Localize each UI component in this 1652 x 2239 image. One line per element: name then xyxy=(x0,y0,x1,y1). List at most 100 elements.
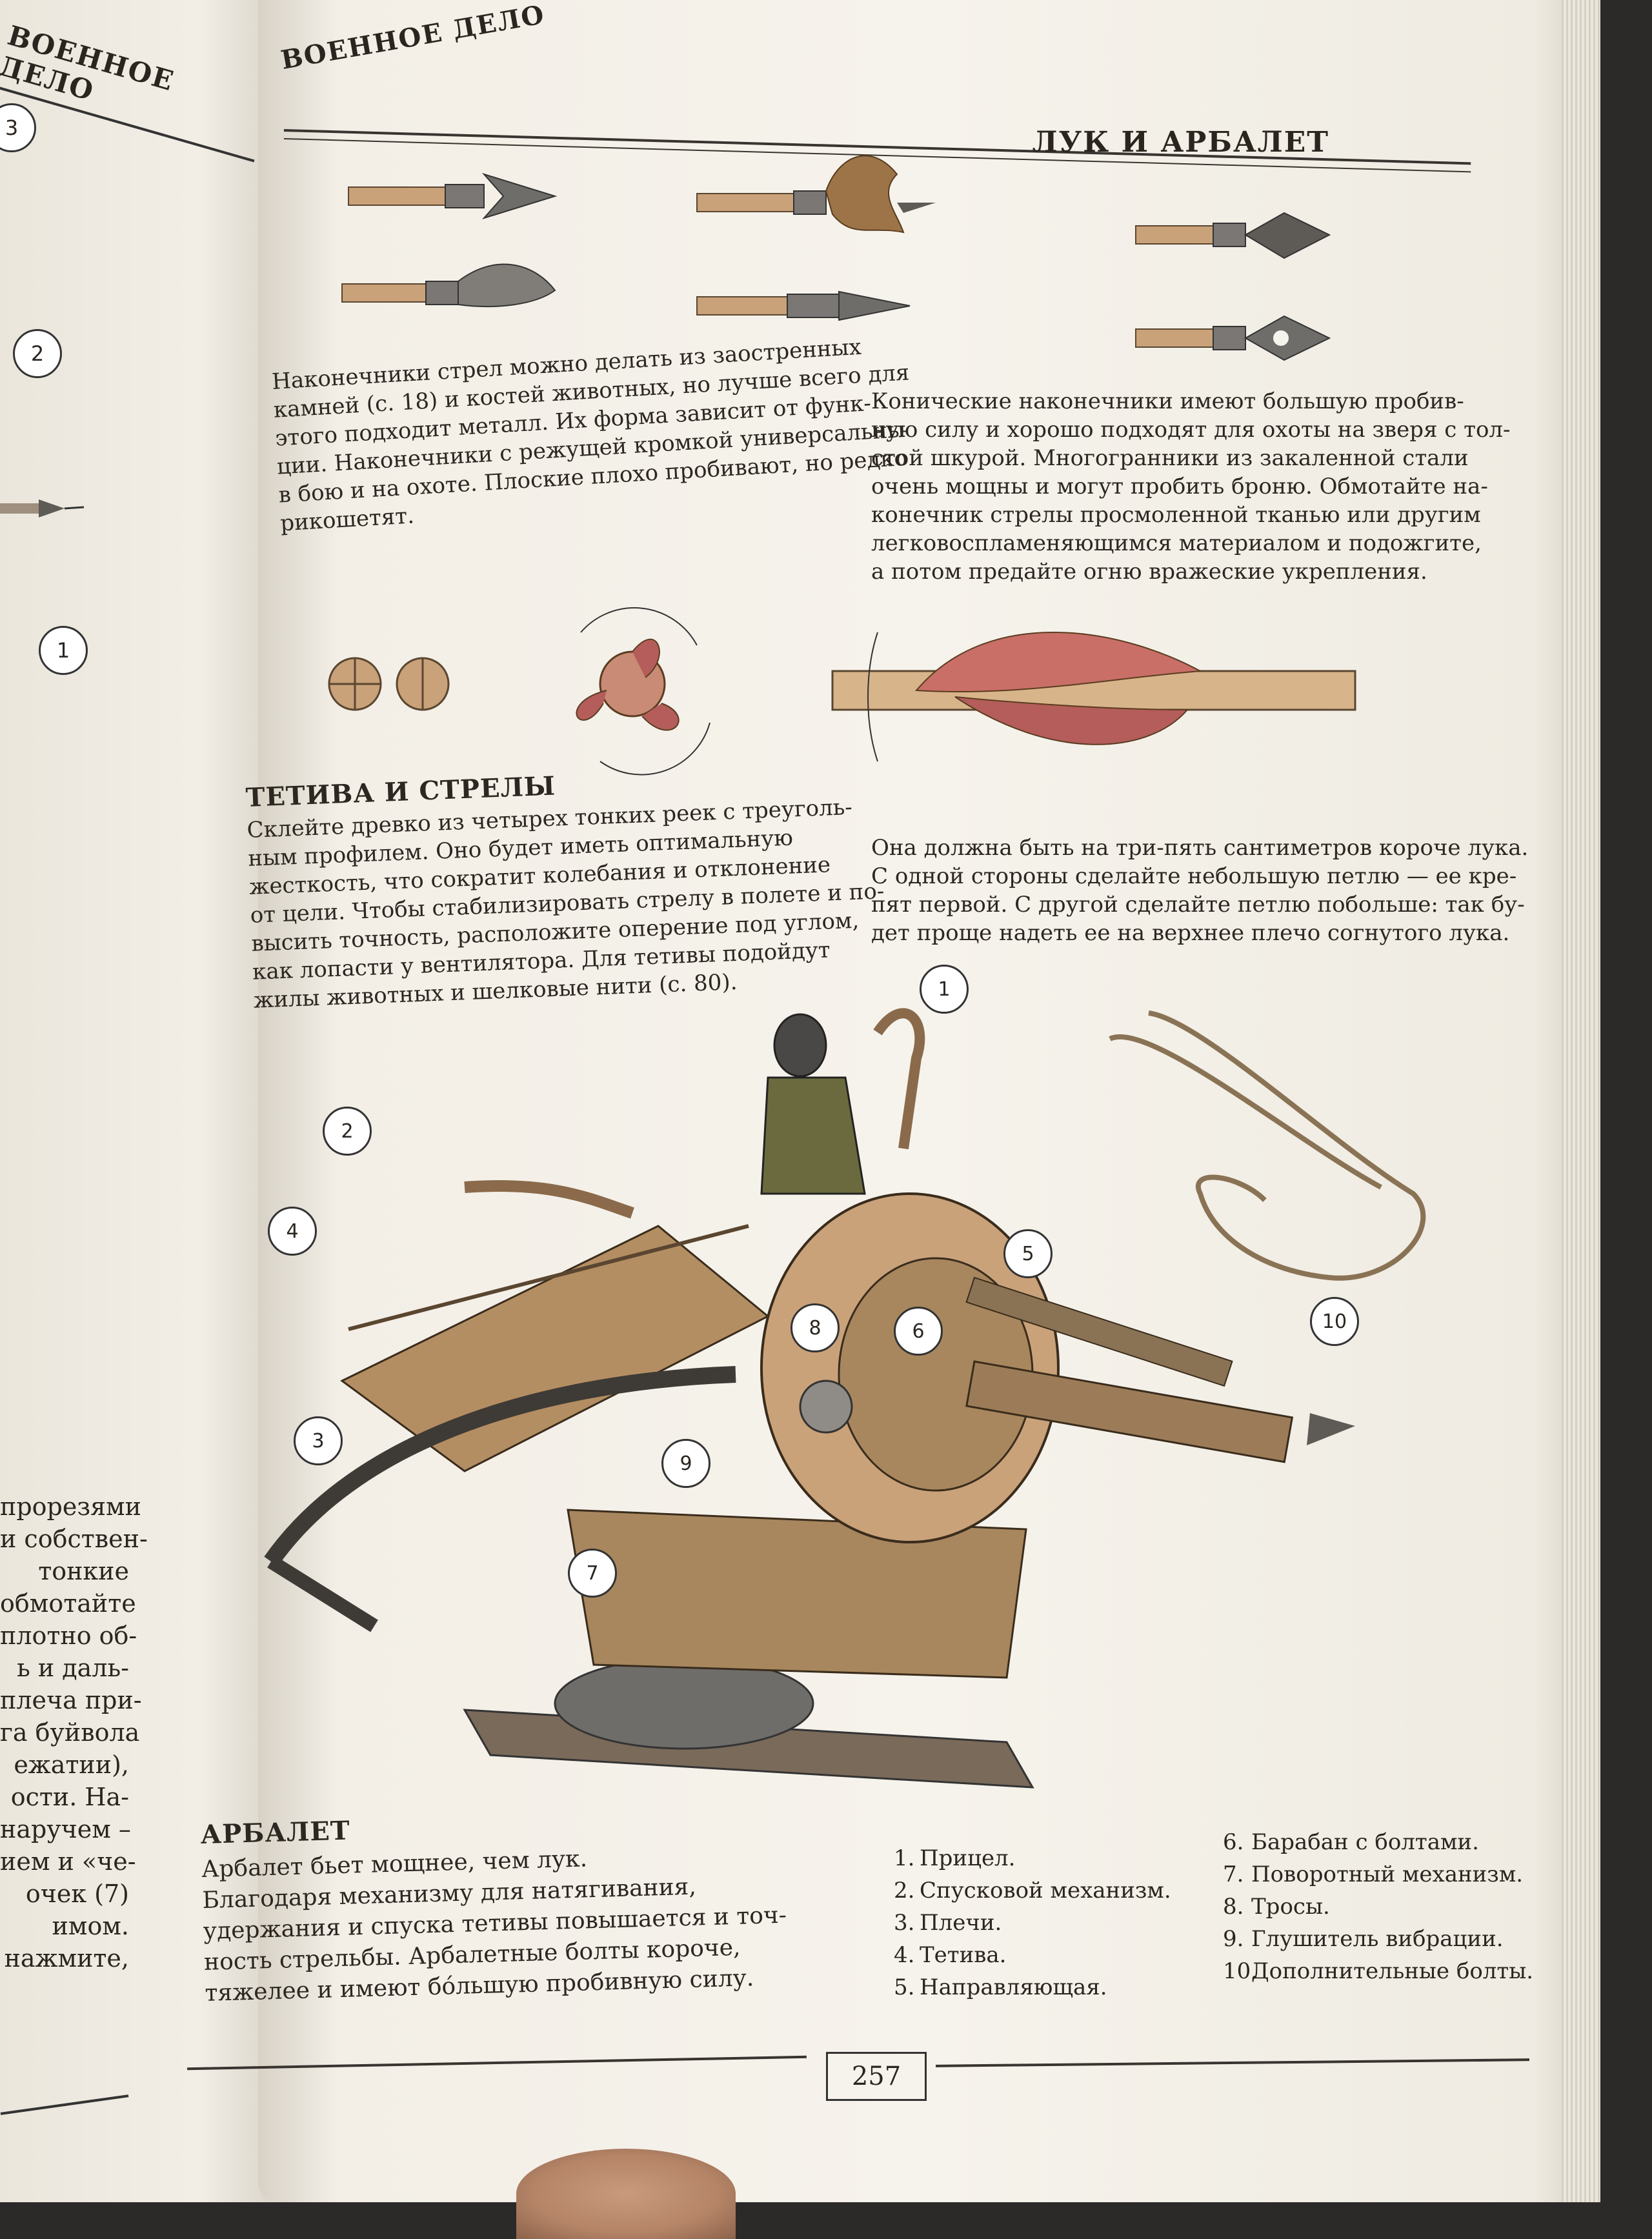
legend-label: Дополнительные болты. xyxy=(1251,1958,1534,1984)
left-text-line: плеча при- xyxy=(0,1686,142,1714)
legend-right: 6. Барабан с болтами. 7. Поворотный механи… xyxy=(1223,1826,1533,1987)
crossbow-section: АРБАЛЕТ Арбалет бьет мощнее, чем лук. Бл… xyxy=(200,1803,789,2009)
legend-item: 1.Прицел. xyxy=(894,1842,1171,1874)
crossbow-stock-icon xyxy=(264,1180,770,1632)
left-callout-2: 2 xyxy=(13,329,62,378)
text-line: ную силу и хорошо подходят для охоты на … xyxy=(871,417,1511,443)
legend-item: 9. Глушитель вибрации. xyxy=(1223,1923,1533,1955)
callout-5: 5 xyxy=(1003,1229,1053,1278)
left-text-line: и собствен- xyxy=(0,1525,148,1553)
left-text-line: очек (7) xyxy=(25,1880,129,1908)
text-line: а потом предайте огню вражеские укреплен… xyxy=(871,559,1427,585)
legend-label: Тетива. xyxy=(920,1942,1007,1968)
text-line: дет проще надеть ее на верхнее плечо сог… xyxy=(871,920,1510,946)
diamond-arrowhead-icon xyxy=(1135,212,1331,259)
more-arrowheads-illustration xyxy=(1135,212,1331,361)
barbed-arrowhead-icon xyxy=(348,172,558,220)
text-line: конечник стрелы просмоленной тканью или … xyxy=(871,502,1481,528)
left-footer-rule xyxy=(0,2094,129,2115)
legend-label: Поворотный механизм. xyxy=(1251,1862,1524,1887)
vibration-damper-icon xyxy=(799,1380,853,1434)
left-text-line: нажмите, xyxy=(4,1944,129,1973)
page-edge xyxy=(1562,0,1600,2202)
legend-label: Направляющая. xyxy=(920,1974,1107,2000)
legend-item: 6. Барабан с болтами. xyxy=(1223,1826,1533,1858)
callout-6: 6 xyxy=(894,1307,943,1356)
callout-8: 8 xyxy=(791,1303,840,1352)
crossbow-base-icon xyxy=(463,1509,1034,1789)
string-text-2: Она должна быть на три-пять сантиметров … xyxy=(871,834,1528,947)
text-line: очень мощны и могут пробить броню. Обмот… xyxy=(871,474,1488,499)
right-page: ВОЕННОЕ ДЕЛО ЛУК И АРБАЛЕТ xyxy=(187,0,1600,2202)
callout-10: 10 xyxy=(1310,1297,1359,1346)
string-section: ТЕТИВА И СТРЕЛЫ Склейте древко из четыре… xyxy=(245,759,888,1014)
legend-item: 5.Направляющая. xyxy=(894,1971,1171,2003)
fletched-arrow-icon xyxy=(831,632,1356,762)
conical-text: Конические наконечники имеют большую про… xyxy=(871,387,1511,586)
legend-number: 3. xyxy=(894,1910,915,1936)
legend-number: 8. xyxy=(1223,1894,1244,1920)
left-text-line: га буйвола xyxy=(0,1718,140,1747)
left-page: ВОЕННОЕ ДЕЛО 3 2 1 прорезями и собствен-… xyxy=(0,0,284,2202)
arrowheads-illustration xyxy=(341,155,936,321)
callout-1: 1 xyxy=(920,965,969,1014)
legend-label: Тросы. xyxy=(1251,1894,1330,1920)
bolt-drum-icon xyxy=(760,1192,1355,1543)
hole-arrowhead-icon xyxy=(1135,315,1331,361)
left-text-line: наручем – xyxy=(0,1815,131,1843)
callout-9: 9 xyxy=(661,1439,710,1488)
left-text-line: ь и даль- xyxy=(17,1654,129,1682)
left-arrow-illustration xyxy=(0,499,85,517)
legend-item: 2.Спусковой механизм. xyxy=(894,1874,1171,1907)
fire-arrow-icon xyxy=(696,155,936,234)
text-line: легковоспламеняющимся материалом и подож… xyxy=(871,530,1482,556)
section-title: ЛУК И АРБАЛЕТ xyxy=(1032,126,1329,159)
legend-item: 7. Поворотный механизм. xyxy=(1223,1858,1533,1891)
legend-number: 5. xyxy=(894,1974,915,2000)
legend-item: 3.Плечи. xyxy=(894,1907,1171,1939)
callout-7: 7 xyxy=(568,1549,617,1598)
left-text-line: имом. xyxy=(52,1912,129,1940)
callout-4: 4 xyxy=(268,1207,317,1256)
left-text-line: ежатии), xyxy=(14,1751,129,1779)
left-page-text: прорезями и собствен- тонкие обмотайте п… xyxy=(0,1491,148,1974)
left-text-line: прорезями xyxy=(0,1492,141,1521)
legend-number: 10. xyxy=(1223,1958,1258,1984)
thumb xyxy=(516,2149,736,2239)
legend-number: 1. xyxy=(894,1845,915,1871)
text-line: С одной стороны сделайте небольшую петлю… xyxy=(871,863,1517,889)
footer-rule-right xyxy=(936,2058,1529,2067)
page-number: 257 xyxy=(826,2052,927,2101)
legend-number: 2. xyxy=(894,1878,915,1903)
legend-label: Барабан с болтами. xyxy=(1251,1829,1479,1855)
shaft-and-fletching-illustration xyxy=(328,607,1356,776)
legend-label: Глушитель вибрации. xyxy=(1251,1926,1504,1952)
left-callout-1: 1 xyxy=(39,626,88,675)
left-text-line: ости. На- xyxy=(10,1783,129,1811)
legend-item: 8. Тросы. xyxy=(1223,1891,1533,1923)
left-running-head: ВОЕННОЕ ДЕЛО xyxy=(0,19,274,187)
fletching-rotation-icon xyxy=(576,607,710,776)
legend-left: 1.Прицел. 2.Спусковой механизм. 3.Плечи.… xyxy=(894,1842,1171,2003)
text-line: Она должна быть на три-пять сантиметров … xyxy=(871,835,1529,861)
legend-item: 10.Дополнительные болты. xyxy=(1223,1955,1533,1987)
left-text-line: обмотайте xyxy=(0,1589,136,1618)
text-line: Конические наконечники имеют большую про… xyxy=(871,388,1464,414)
legend-number: 9. xyxy=(1223,1926,1244,1952)
left-running-head-text: ВОЕННОЕ ДЕЛО xyxy=(0,19,178,107)
bowstring-coil-icon xyxy=(1109,1010,1426,1281)
legend-label: Спусковой механизм. xyxy=(920,1878,1171,1903)
legend-item: 4.Тетива. xyxy=(894,1939,1171,1971)
sight-icon xyxy=(873,1008,925,1150)
callout-3: 3 xyxy=(294,1416,343,1465)
broadhead-arrowhead-icon xyxy=(341,263,556,308)
left-text-line: тонкие xyxy=(38,1557,129,1585)
legend-number: 6. xyxy=(1223,1829,1244,1855)
arrowheads-text: Наконечники стрел можно делать из заостр… xyxy=(271,330,917,537)
legend-label: Прицел. xyxy=(920,1845,1016,1871)
conical-arrowhead-icon xyxy=(696,290,911,321)
operator-figure-icon xyxy=(760,1013,866,1195)
left-text-line: ием и «че- xyxy=(0,1847,136,1876)
legend-number: 7. xyxy=(1223,1862,1244,1887)
callout-2: 2 xyxy=(323,1107,372,1156)
